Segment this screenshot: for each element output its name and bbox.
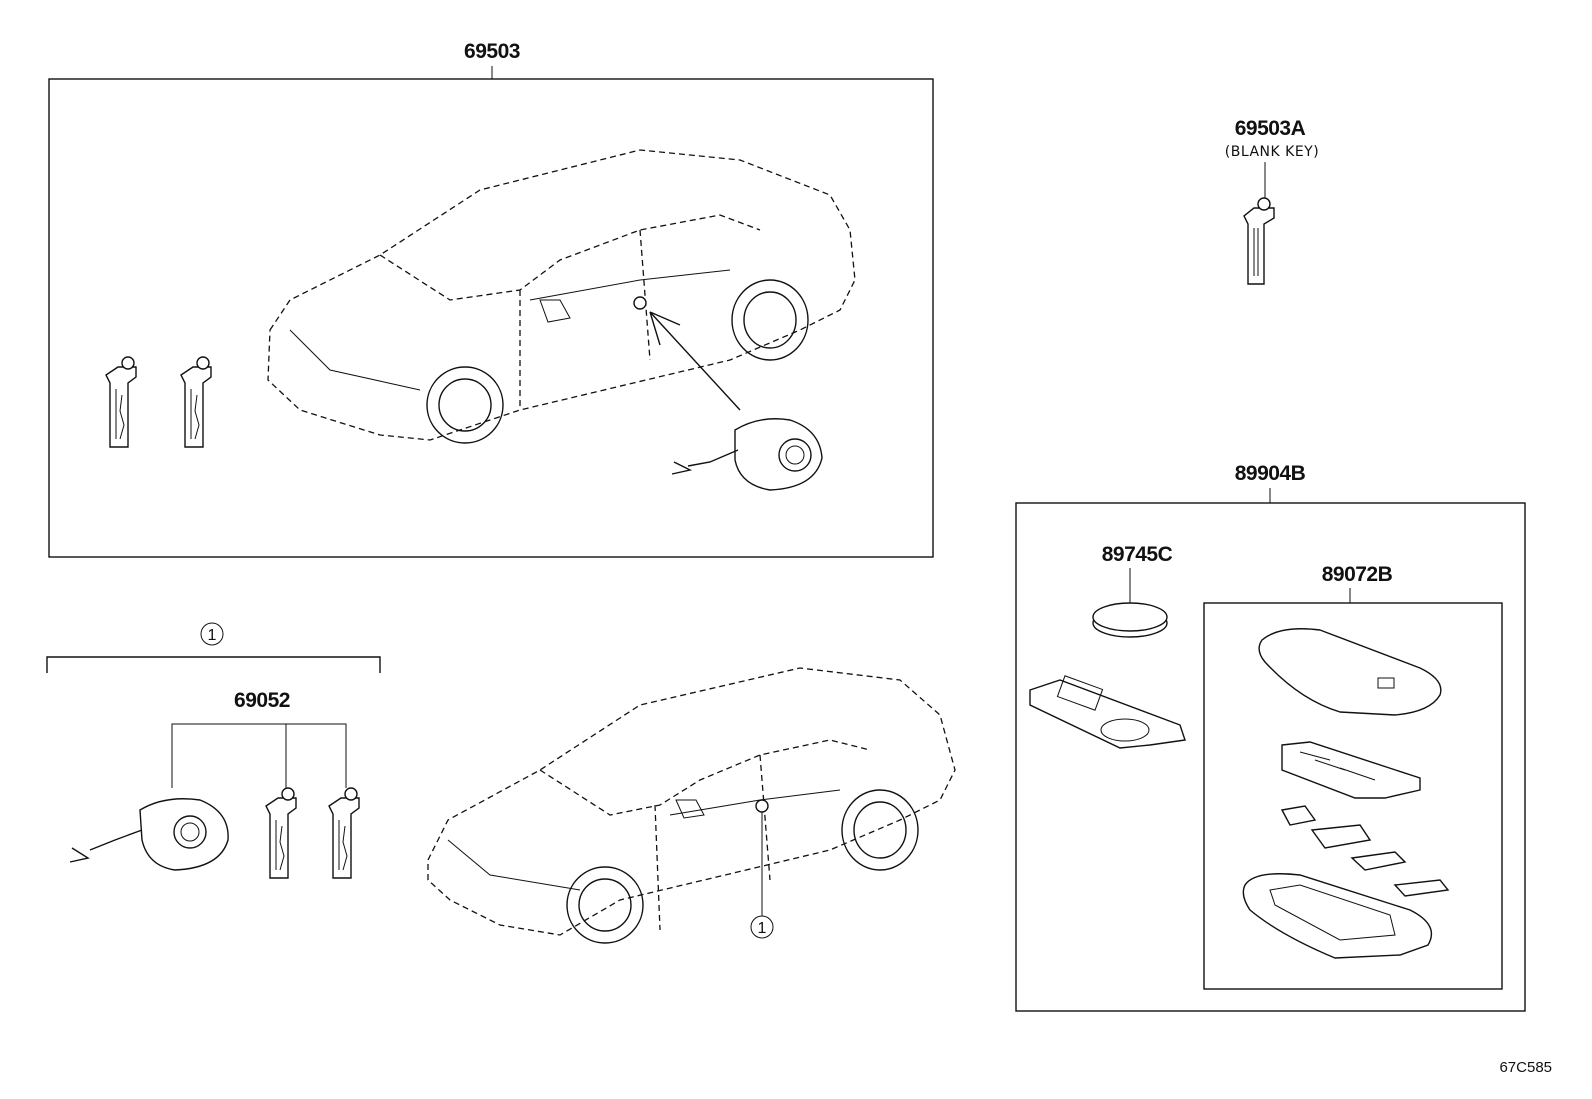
small-part-icon [1280,805,1450,897]
blank-key-group: 69503A (BLANK KEY) [1225,117,1319,285]
callout-car-1: 1 [758,920,767,937]
key-set-group: 69503 [48,40,934,558]
callout-1: 1 [208,627,217,644]
box-69503 [48,78,934,558]
label-blank-key: (BLANK KEY) [1225,144,1319,160]
lock-cylinder-icon [671,418,823,491]
leader-69052 [171,723,347,790]
box-89072b [1203,602,1503,990]
key-icon [265,787,297,879]
label-89072b: 89072B [1322,563,1393,586]
lock-cylinder-icon [69,798,229,871]
case-cover-icon [1258,628,1442,716]
callout-circle-1 [200,622,224,646]
transmitter-group: 89904B 89745C 89072B [1015,462,1526,1012]
bracket-group-1 [46,656,381,673]
key-icon [105,356,137,448]
circuit-board-icon [1029,675,1186,749]
label-89904b: 89904B [1235,462,1306,485]
label-69052: 69052 [234,689,290,712]
label-69503a: 69503A [1235,117,1306,140]
callout-circle-car [750,915,774,939]
reference-code: 67C585 [1499,1059,1552,1076]
label-69503: 69503 [464,40,520,63]
car-upper [267,149,856,444]
car-lower [427,667,956,944]
blank-key-icon [1243,197,1275,285]
key-icon [328,787,360,879]
box-89904b [1015,502,1526,1012]
cylinder-group: 1 69052 [46,622,381,879]
case-base-icon [1242,873,1433,959]
button-pad-icon [1281,741,1421,799]
key-icon [180,356,212,448]
battery-icon [1092,602,1168,638]
label-89745c: 89745C [1102,543,1173,566]
